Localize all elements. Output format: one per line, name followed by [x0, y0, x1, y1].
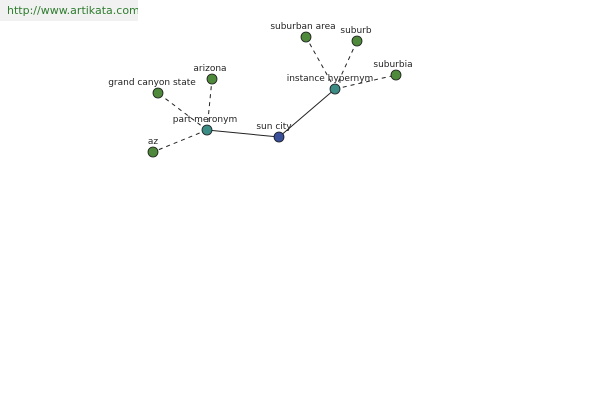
- edge-part-meronym-to-az: [152, 129, 208, 153]
- node-suburbia[interactable]: [390, 69, 402, 81]
- node-sun-city[interactable]: [273, 131, 285, 143]
- node-label-suburbia[interactable]: suburbia: [373, 60, 412, 70]
- node-label-sun-city[interactable]: sun city: [256, 122, 292, 132]
- edge-part-meronym-to-arizona: [206, 78, 213, 131]
- site-url-label[interactable]: http://www.artikata.com: [0, 0, 138, 21]
- node-label-instance-hypernym[interactable]: instance hypernym: [287, 74, 374, 84]
- edge-instance-hypernym-to-suburban-area: [305, 36, 336, 90]
- edge-sun-city-to-instance-hypernym: [278, 88, 336, 138]
- node-label-suburb[interactable]: suburb: [340, 26, 372, 36]
- edge-instance-hypernym-to-suburbia: [334, 74, 397, 90]
- node-instance-hypernym[interactable]: [329, 83, 341, 95]
- node-label-suburban-area[interactable]: suburban area: [270, 22, 335, 32]
- node-suburban-area[interactable]: [300, 31, 312, 43]
- edge-sun-city-to-part-meronym: [206, 129, 280, 138]
- node-label-arizona[interactable]: arizona: [193, 64, 226, 74]
- node-label-az[interactable]: az: [148, 137, 159, 147]
- node-suburb[interactable]: [351, 35, 363, 47]
- edge-instance-hypernym-to-suburb: [334, 40, 358, 90]
- node-label-grand-canyon-state[interactable]: grand canyon state: [108, 78, 196, 88]
- edge-part-meronym-to-grand-canyon-state: [157, 92, 208, 131]
- node-part-meronym[interactable]: [201, 124, 213, 136]
- node-az[interactable]: [147, 146, 159, 158]
- node-grand-canyon-state[interactable]: [152, 87, 164, 99]
- node-label-part-meronym[interactable]: part meronym: [173, 115, 237, 125]
- node-arizona[interactable]: [206, 73, 218, 85]
